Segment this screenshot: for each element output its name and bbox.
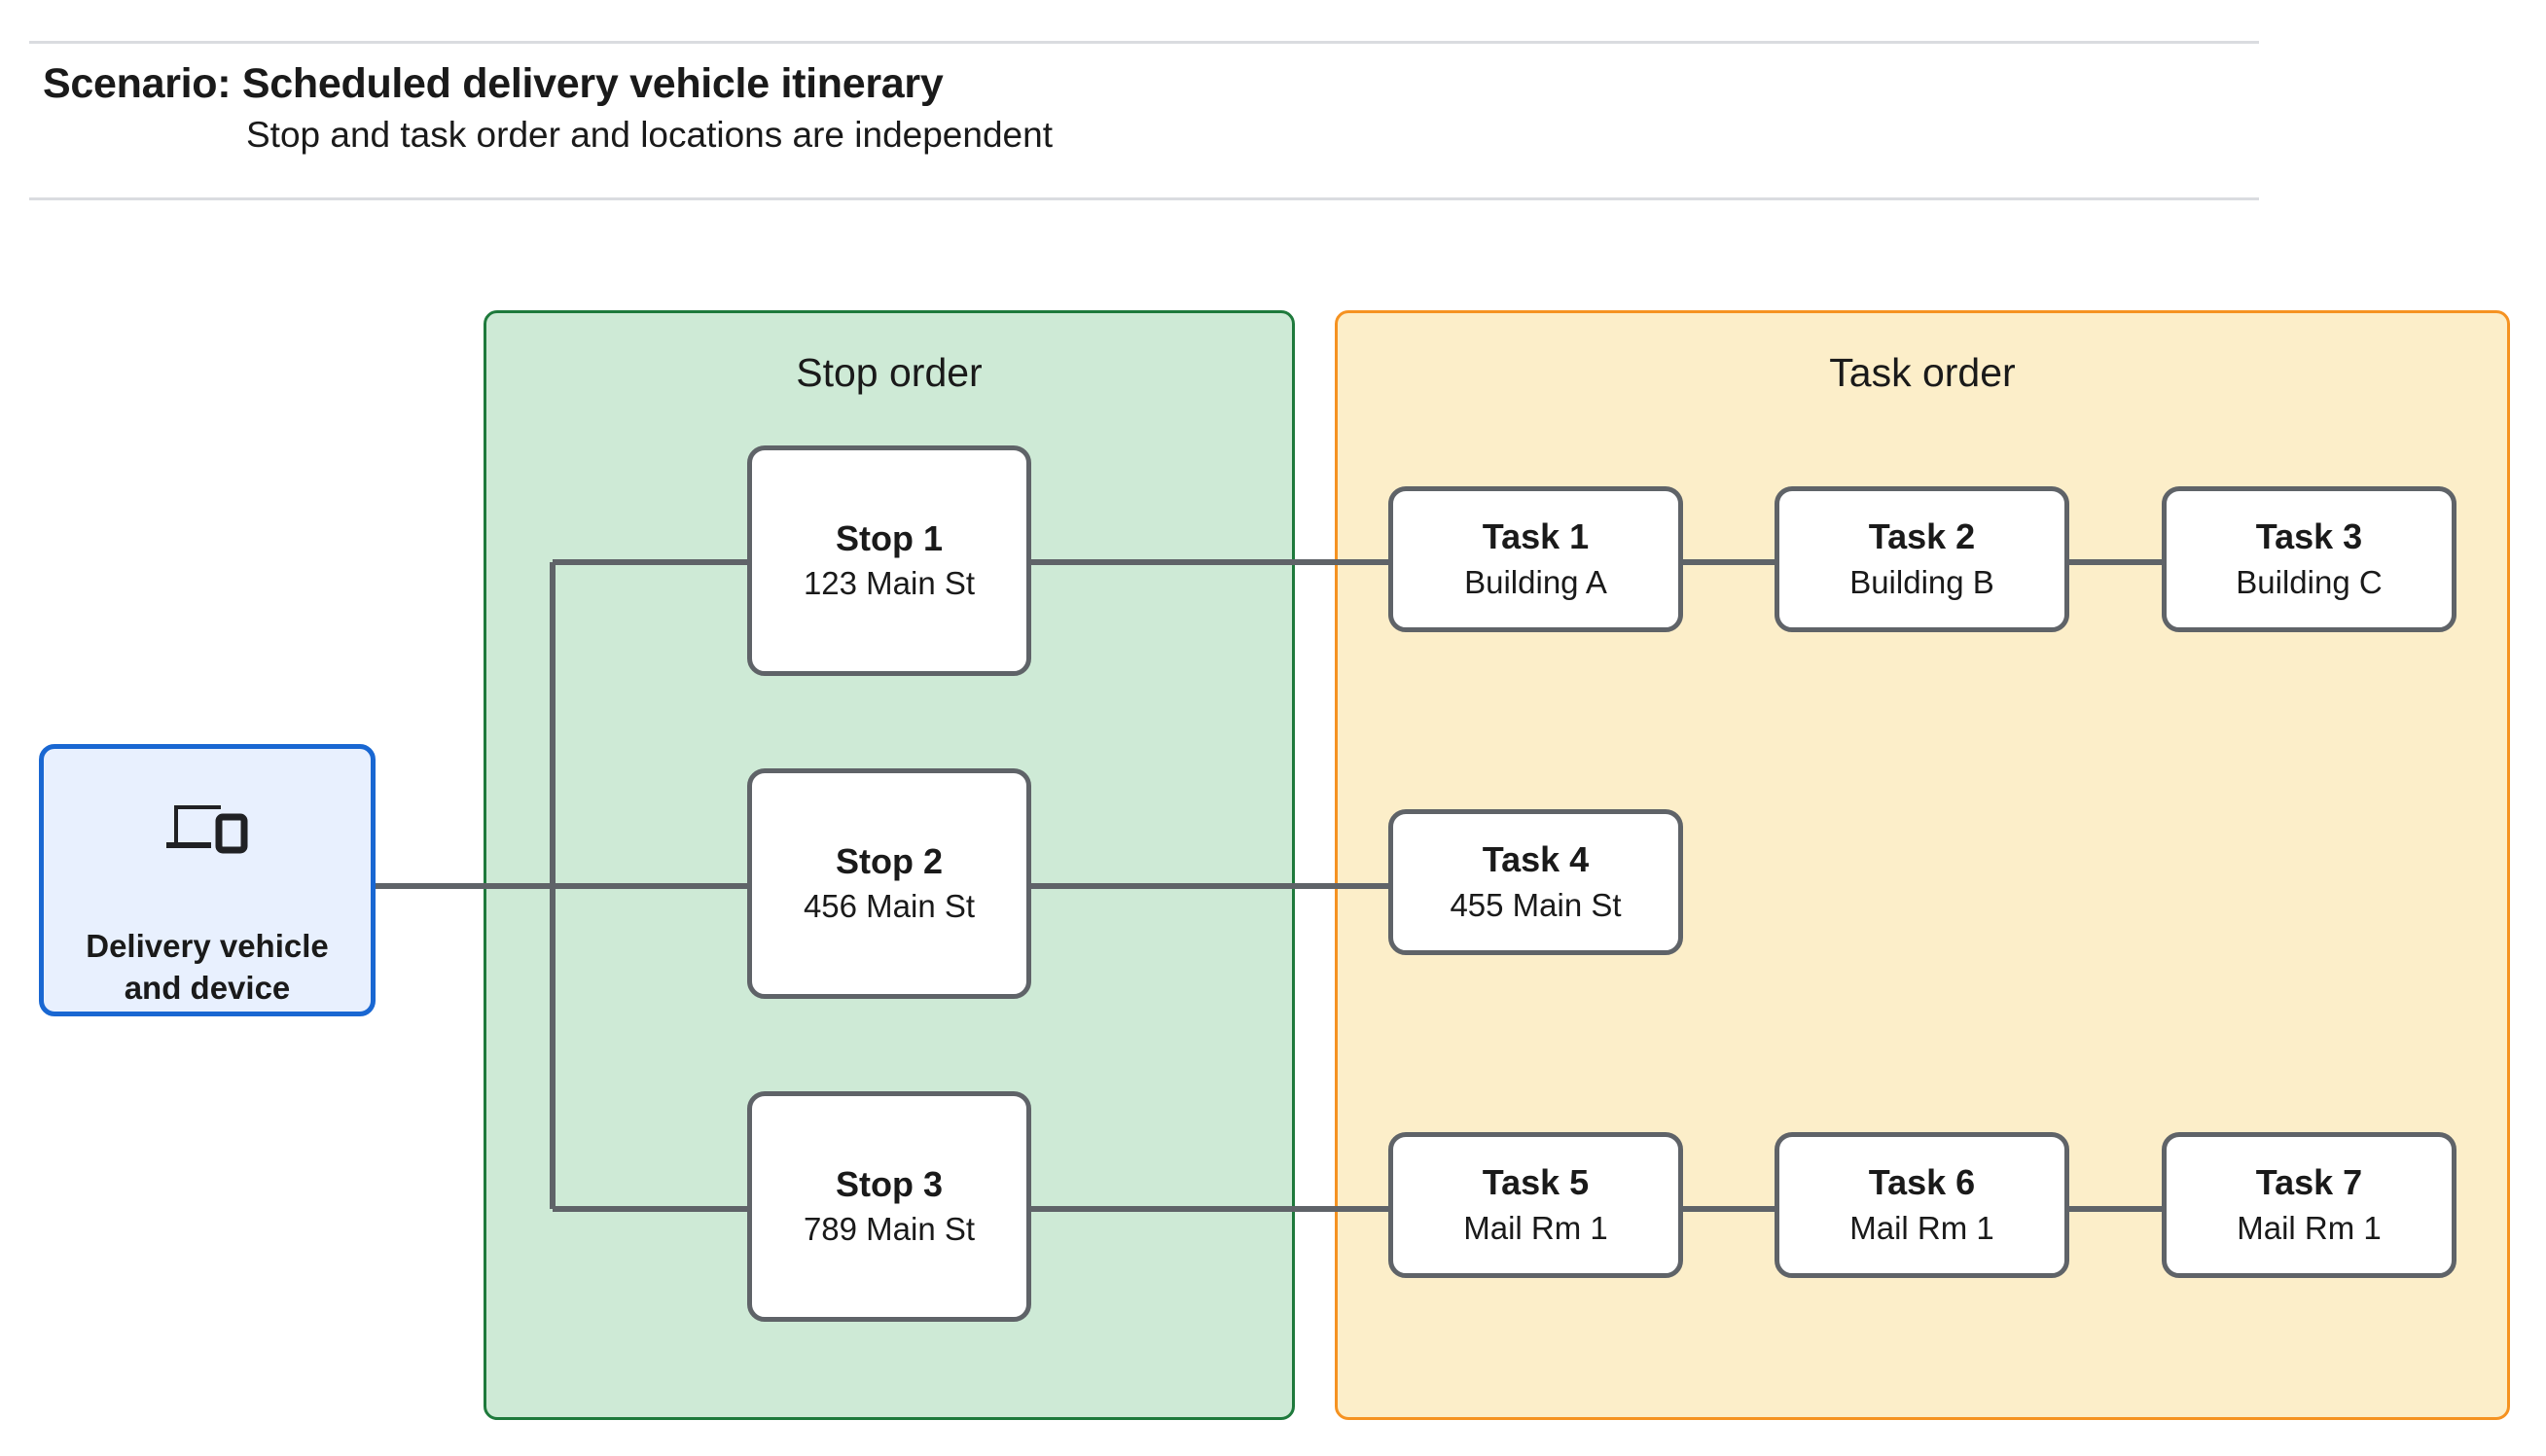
task-node-4[interactable]: Task 4 455 Main St [1388, 809, 1683, 955]
stop-node-3-title: Stop 3 [835, 1163, 943, 1204]
stop-node-1[interactable]: Stop 1 123 Main St [747, 445, 1031, 676]
stop-node-2-title: Stop 2 [835, 840, 943, 881]
page-title: Scenario: Scheduled delivery vehicle iti… [43, 60, 944, 107]
stop-node-2[interactable]: Stop 2 456 Main St [747, 768, 1031, 999]
task-node-5-title: Task 5 [1482, 1162, 1590, 1203]
stop-node-3-address: 789 Main St [803, 1211, 976, 1248]
task-node-6[interactable]: Task 6 Mail Rm 1 [1775, 1132, 2069, 1278]
task-node-5-location: Mail Rm 1 [1463, 1209, 1608, 1246]
delivery-vehicle-node[interactable]: Delivery vehicle and device [39, 744, 376, 1016]
task-node-6-title: Task 6 [1868, 1162, 1976, 1203]
stop-node-3[interactable]: Stop 3 789 Main St [747, 1091, 1031, 1322]
task-order-panel-title: Task order [1829, 350, 2016, 395]
task-node-2[interactable]: Task 2 Building B [1775, 486, 2069, 632]
task-node-5[interactable]: Task 5 Mail Rm 1 [1388, 1132, 1683, 1278]
header-divider-top [29, 41, 2259, 44]
page-subtitle: Stop and task order and locations are in… [246, 115, 1053, 155]
task-node-7-title: Task 7 [2255, 1162, 2363, 1203]
stop-order-panel-title: Stop order [796, 350, 983, 395]
task-node-7-location: Mail Rm 1 [2237, 1209, 2382, 1246]
delivery-vehicle-label: Delivery vehicle and device [86, 928, 329, 1006]
stop-node-1-title: Stop 1 [835, 517, 943, 558]
stop-node-1-address: 123 Main St [803, 565, 976, 602]
task-node-2-title: Task 2 [1868, 516, 1976, 557]
task-node-2-location: Building B [1849, 563, 1994, 600]
task-node-7[interactable]: Task 7 Mail Rm 1 [2162, 1132, 2456, 1278]
task-node-4-location: 455 Main St [1450, 886, 1622, 923]
task-node-1-title: Task 1 [1482, 516, 1590, 557]
task-node-6-location: Mail Rm 1 [1849, 1209, 1994, 1246]
stop-node-2-address: 456 Main St [803, 888, 976, 925]
task-node-3[interactable]: Task 3 Building C [2162, 486, 2456, 632]
header-divider-bottom [29, 197, 2259, 200]
devices-icon [166, 805, 248, 854]
task-node-3-title: Task 3 [2255, 516, 2363, 557]
task-node-1-location: Building A [1464, 563, 1607, 600]
task-node-4-title: Task 4 [1482, 839, 1590, 880]
task-node-3-location: Building C [2236, 563, 2383, 600]
task-node-1[interactable]: Task 1 Building A [1388, 486, 1683, 632]
